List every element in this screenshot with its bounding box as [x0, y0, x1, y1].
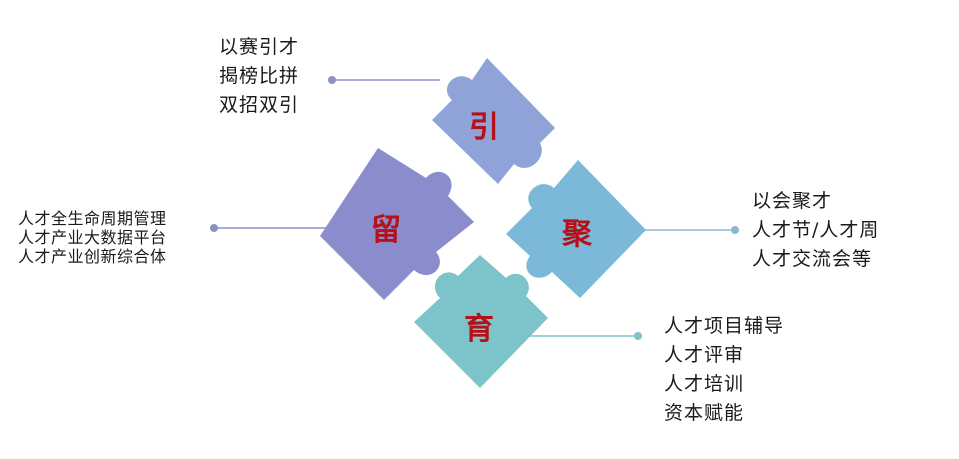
label-line: 人才产业大数据平台	[18, 228, 167, 247]
puzzle-piece-yin: 引	[432, 58, 555, 184]
label-line: 人才交流会等	[752, 248, 873, 270]
label-line: 人才节/人才周	[752, 219, 880, 241]
label-line: 以赛引才	[219, 36, 300, 58]
puzzle-piece-ju: 聚	[506, 160, 646, 298]
label-line: 人才培训	[664, 373, 745, 395]
connector-dot	[328, 76, 336, 84]
label-line: 资本赋能	[664, 402, 745, 424]
label-line: 人才项目辅导	[664, 315, 785, 337]
piece-char-ju: 聚	[561, 217, 593, 252]
piece-shape	[432, 58, 555, 184]
label-line: 双招双引	[219, 94, 300, 116]
label-group-yu: 人才项目辅导 人才评审 人才培训 资本赋能	[664, 312, 784, 428]
label-line: 揭榜比拼	[219, 65, 300, 87]
piece-shape	[506, 160, 646, 298]
piece-char-yu: 育	[464, 312, 494, 347]
connector-dot	[634, 332, 642, 340]
label-line: 人才全生命周期管理	[18, 209, 167, 228]
piece-char-yin: 引	[469, 110, 499, 145]
connector-yu	[520, 332, 642, 340]
puzzle-piece-yu: 育	[414, 255, 548, 388]
connector-ju	[640, 226, 739, 234]
label-group-yin: 以赛引才 揭榜比拼 双招双引	[219, 33, 299, 120]
label-line: 人才产业创新综合体	[18, 247, 167, 266]
piece-shape	[414, 255, 548, 388]
connector-dot	[731, 226, 739, 234]
label-line: 以会聚才	[752, 190, 833, 212]
puzzle-piece-liu: 留	[320, 148, 474, 300]
connector-dot	[210, 224, 218, 232]
piece-shape	[320, 148, 474, 300]
label-group-ju: 以会聚才 人才节/人才周 人才交流会等	[752, 187, 879, 274]
piece-char-liu: 留	[371, 213, 401, 248]
connector-yin	[328, 76, 440, 84]
connector-liu	[210, 224, 330, 232]
label-group-liu: 人才全生命周期管理 人才产业大数据平台 人才产业创新综合体	[18, 209, 167, 266]
label-line: 人才评审	[664, 344, 745, 366]
